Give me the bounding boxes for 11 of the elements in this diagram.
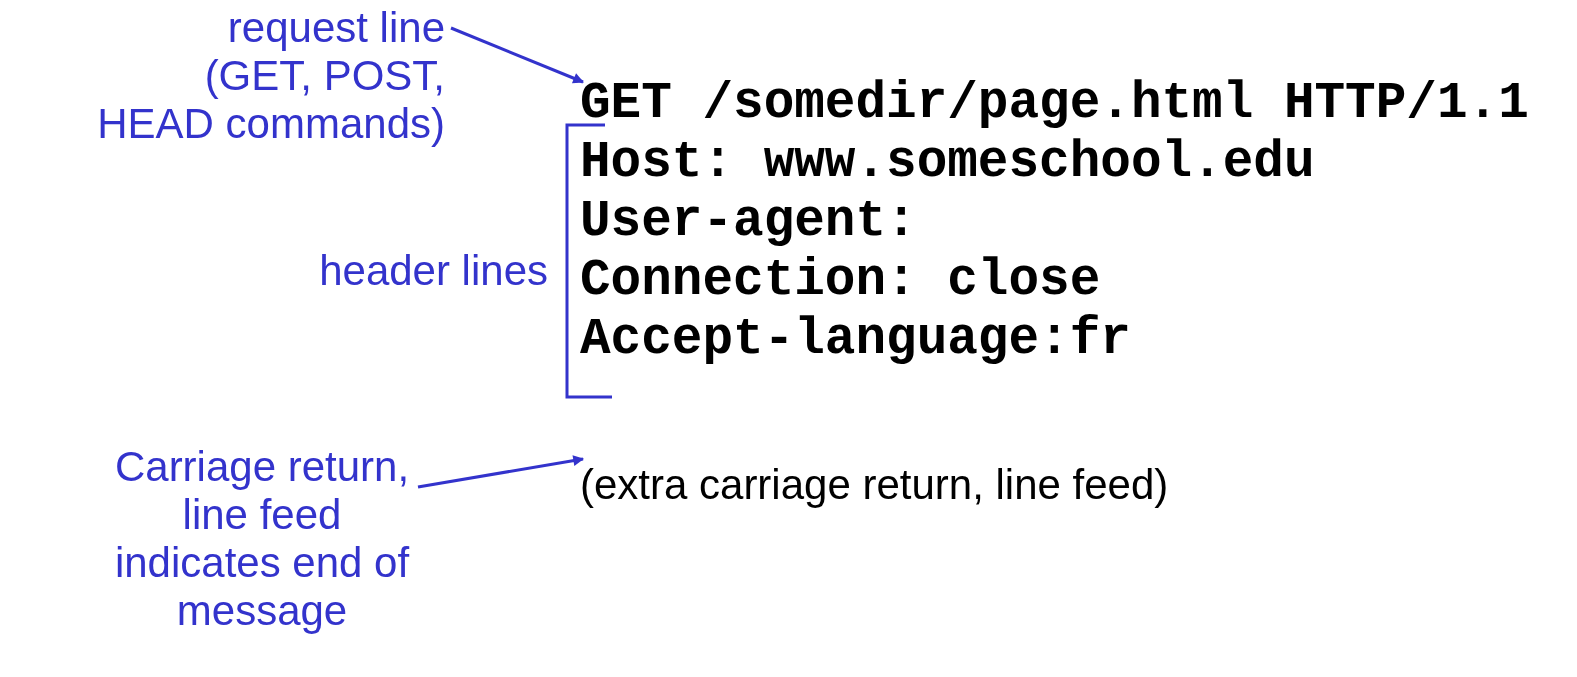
header-line-text: User-agent: xyxy=(580,192,917,251)
request-line-text: GET /somedir/page.html HTTP/1.1 xyxy=(580,74,1529,133)
annotation-text: header lines xyxy=(318,247,548,295)
annotation-text: Carriage return, line feed indicates end of message xyxy=(112,443,412,635)
annotation-text: request line (GET, POST, HEAD commands) xyxy=(85,4,445,148)
arrow xyxy=(450,26,584,84)
header-line-text: Accept-language:fr xyxy=(580,310,1131,369)
header-line-text: Connection: close xyxy=(580,251,1101,310)
message-text: (extra carriage return, line feed) xyxy=(580,461,1169,509)
arrow xyxy=(417,455,585,489)
header-line-text: Host: www.someschool.edu xyxy=(580,133,1315,192)
